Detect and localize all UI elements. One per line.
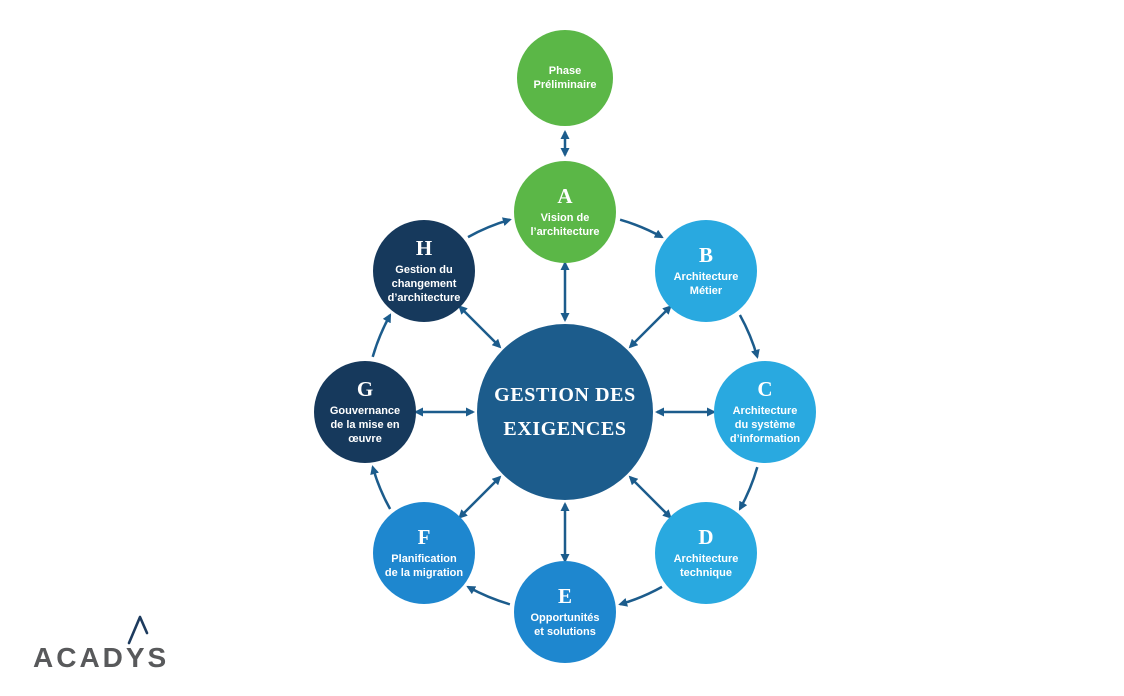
arc-G-H — [371, 313, 392, 358]
phase-label: Architecture Métier — [673, 270, 739, 298]
arc-B-C — [738, 314, 760, 359]
phase-label: Vision de l’architecture — [530, 211, 600, 239]
radial-center-H — [458, 305, 502, 349]
arc-E-F — [466, 585, 511, 606]
phase-letter: H — [415, 235, 433, 260]
phase-circle-A: A Vision de l’architecture — [514, 161, 616, 263]
phase-letter: G — [356, 376, 374, 401]
phase-letter: E — [557, 583, 572, 608]
phase-letter: B — [698, 242, 713, 267]
center-label: GESTION DES EXIGENCES — [494, 384, 636, 440]
logo-text: ACADYS — [33, 642, 170, 673]
arc-D-E — [618, 585, 663, 607]
phase-circle-D: D Architecture technique — [655, 502, 757, 604]
phase-circle-G: G Gouvernance de la mise en œuvre — [314, 361, 416, 463]
arc-A-B — [619, 218, 664, 239]
phase-letter: D — [698, 524, 714, 549]
phase-circle-B: B Architecture Métier — [655, 220, 757, 322]
phase-circle-C: C Architecture du système d’information — [714, 361, 816, 463]
logo-quill-icon — [127, 615, 149, 645]
phase-circle-preliminary: Phase Préliminaire — [517, 30, 613, 126]
phase-circle-E: E Opportunités et solutions — [514, 561, 616, 663]
phase-label: Gouvernance de la mise en œuvre — [329, 404, 401, 446]
phase-letter: C — [757, 376, 773, 401]
radial-center-D — [628, 475, 672, 519]
center-circle-requirements-management: GESTION DES EXIGENCES — [477, 324, 653, 500]
phase-label: Opportunités et solutions — [530, 611, 600, 639]
arc-H-A — [467, 217, 512, 239]
phase-letter: A — [557, 183, 573, 208]
phase-circle-F: F Planification de la migration — [373, 502, 475, 604]
arc-F-G — [370, 465, 392, 510]
phase-label: Phase Préliminaire — [533, 64, 597, 91]
phase-label: Planification de la migration — [384, 552, 464, 580]
phase-label: Gestion du changement d’architecture — [387, 263, 461, 305]
radial-center-F — [458, 475, 502, 519]
arc-C-D — [738, 466, 759, 511]
phase-letter: F — [417, 524, 431, 549]
acadys-logo: ACADYS — [33, 614, 233, 682]
phase-label: Architecture du système d’information — [729, 404, 801, 446]
radial-center-B — [628, 305, 672, 349]
phase-circle-H: H Gestion du changement d’architecture — [373, 220, 475, 322]
phase-label: Architecture technique — [673, 552, 739, 580]
